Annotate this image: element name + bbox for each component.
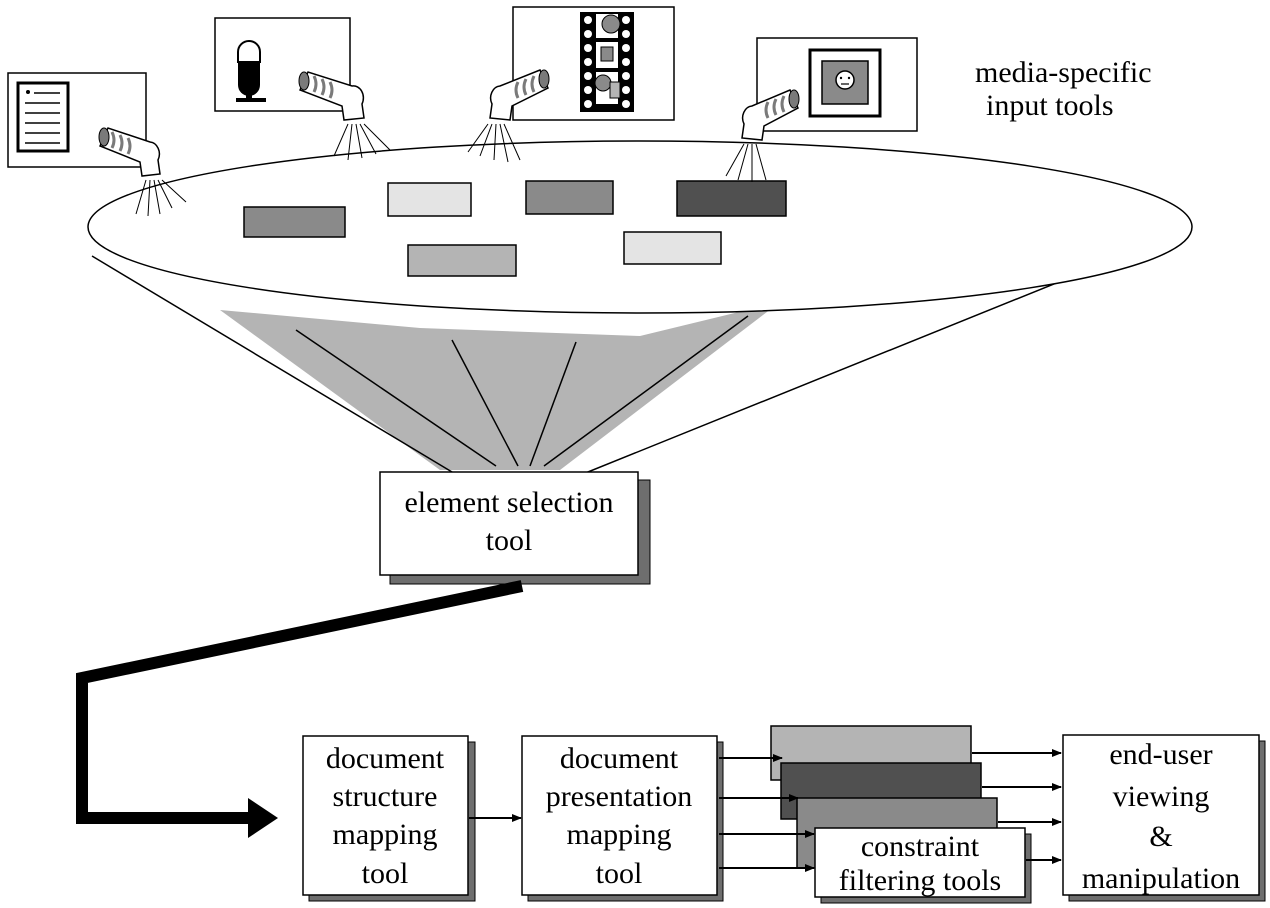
media-element	[676, 180, 787, 217]
funnel-interior	[220, 302, 780, 470]
media-element	[407, 244, 517, 277]
hose-pipe	[725, 89, 800, 182]
structure-mapping-label-2: structure	[333, 780, 438, 813]
end-user-label-3: &	[1149, 820, 1172, 853]
media-element	[243, 206, 346, 238]
box-face	[379, 471, 639, 576]
media-element	[623, 231, 722, 265]
document-icon	[16, 81, 70, 153]
funnel-rim	[87, 140, 1193, 314]
presentation-mapping-label-3: mapping	[567, 818, 672, 851]
element-selection-tool: element selection tool	[379, 471, 651, 585]
end-user-label-4: manipulation	[1082, 862, 1240, 895]
constraint-filter-stack: constraint filtering tools	[770, 725, 1032, 904]
funnel-side-left	[91, 255, 463, 479]
constraint-filtering-label-2: filtering tools	[839, 864, 1001, 897]
input-tool-video	[512, 6, 675, 121]
funnel-streak	[295, 329, 497, 467]
caption-line-2: input tools	[986, 89, 1114, 122]
presentation-mapping-label-4: tool	[596, 857, 643, 890]
structure-mapping-tool: document structure mapping tool	[302, 735, 476, 902]
microphone-icon	[236, 40, 266, 102]
element-selection-label-1: element selection	[404, 486, 613, 519]
end-user-label-1: end-user	[1109, 738, 1212, 771]
funnel-streak	[529, 341, 577, 467]
structure-mapping-label-3: mapping	[333, 818, 438, 851]
structure-mapping-label-1: document	[326, 742, 445, 775]
presentation-mapping-tool: document presentation mapping tool	[521, 735, 724, 902]
end-user-label-2: viewing	[1113, 780, 1210, 813]
media-element	[387, 182, 472, 217]
hose-pipe	[298, 71, 391, 161]
box-face	[302, 735, 469, 896]
framed-picture-icon	[808, 48, 882, 118]
end-user-tool: end-user viewing & manipulation	[1062, 734, 1266, 902]
presentation-mapping-label-1: document	[560, 742, 679, 775]
box-face	[521, 735, 718, 896]
funnel	[87, 140, 1193, 479]
structure-mapping-label-4: tool	[362, 857, 409, 890]
constraint-filtering-label-1: constraint	[861, 830, 980, 863]
film-strip-icon	[580, 12, 634, 112]
media-element	[525, 180, 614, 215]
funnel-streak	[543, 315, 749, 467]
flow-connector	[76, 580, 524, 824]
element-selection-label-2: tool	[486, 524, 533, 557]
presentation-mapping-label-2: presentation	[546, 780, 693, 813]
hose-pipe	[467, 69, 550, 163]
flow-connector-arrowhead	[248, 798, 278, 838]
hose-pipe	[98, 127, 187, 217]
caption-line-1: media-specific	[975, 56, 1152, 89]
box-face	[814, 827, 1026, 898]
funnel-streak	[451, 339, 519, 467]
box-face	[1062, 734, 1260, 896]
